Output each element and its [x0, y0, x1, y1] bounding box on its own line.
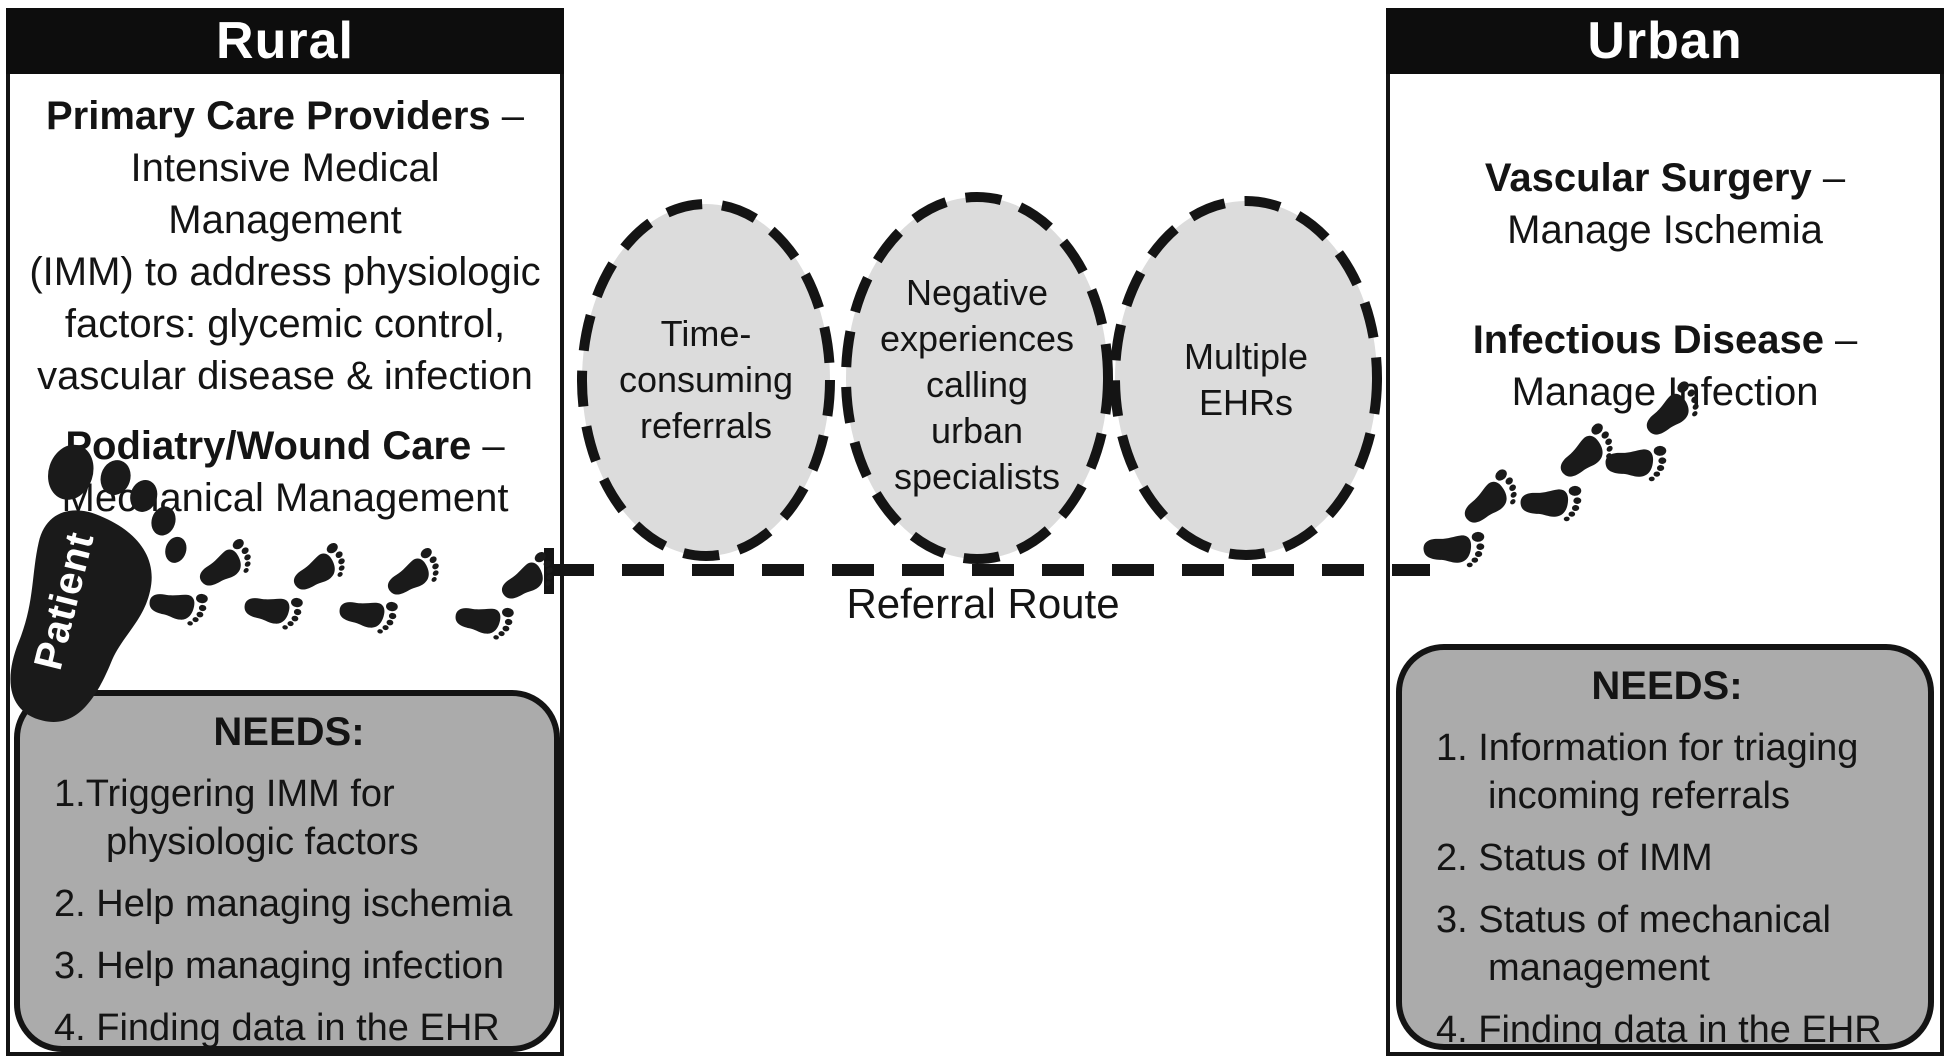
urban-panel-header: Urban [1386, 8, 1944, 74]
urban-needs-item-3: 3. Status of mechanical management [1436, 899, 1831, 989]
footprint-icon [147, 587, 209, 628]
urban-needs-item-2: 2. Status of IMM [1436, 837, 1713, 879]
urban-needs-item-4: 4. Finding data in the EHR [1436, 1009, 1882, 1051]
urban-panel-body: Vascular Surgery – Manage Ischemia Infec… [1390, 152, 1940, 418]
barrier-ellipse-negative-experiences [841, 192, 1113, 564]
rural-podiatry-text: Mechanical Management [61, 476, 509, 520]
barrier-ellipse-multiple-ehrs [1110, 196, 1382, 560]
footprint-icon [1605, 445, 1668, 483]
rural-needs-box: NEEDS: 1.Triggering IMM for physiologic … [14, 690, 560, 1052]
urban-needs-item-1: 1. Information for triaging incoming ref… [1436, 727, 1859, 817]
patient-foot-icon [0, 438, 208, 747]
footprint-icon [1423, 531, 1486, 569]
rural-providers-heading: Primary Care Providers – [10, 90, 560, 142]
rural-panel-header: Rural [6, 8, 564, 74]
rural-providers-dash: – [490, 94, 525, 138]
footprint-icon [287, 540, 354, 601]
rural-needs-title: NEEDS: [213, 710, 365, 754]
rural-needs-item-4: 4. Finding data in the EHR [54, 1007, 500, 1049]
urban-title: Urban [1587, 12, 1743, 70]
urban-infectious-text: Manage Infection [1511, 370, 1819, 414]
rural-needs-item-1: 1.Triggering IMM for physiologic factors [54, 773, 419, 863]
referral-route-label: Referral Route [846, 580, 1120, 627]
footprint-icon [453, 601, 515, 642]
urban-needs-box: NEEDS: 1. Information for triaging incom… [1396, 644, 1934, 1051]
barrier-label-negative-experiences: Negative experiences calling urban speci… [879, 272, 1075, 497]
urban-infectious-dash: – [1823, 318, 1858, 362]
barrier-ellipse-time-consuming [577, 199, 835, 561]
urban-vascular-dash: – [1811, 156, 1846, 200]
urban-needs-title: NEEDS: [1591, 664, 1743, 708]
footprint-icon [495, 549, 562, 610]
rural-providers-text: Intensive Medical Management (IMM) to ad… [29, 146, 541, 398]
rural-title: Rural [216, 12, 354, 70]
rural-podiatry-bold: Podiatry/Wound Care [65, 424, 472, 468]
rural-needs-item-2: 2. Help managing ischemia [54, 883, 513, 925]
rural-needs-item-3: 3. Help managing infection [54, 945, 504, 987]
footprint-icon [337, 595, 399, 636]
footprint-icon [242, 591, 304, 632]
rural-podiatry-dash: – [471, 424, 505, 468]
footprint-icon [193, 536, 260, 597]
rural-panel-body: Primary Care Providers – Intensive Medic… [10, 90, 560, 524]
barrier-label-multiple-ehrs: Multiple EHRs [1183, 336, 1309, 423]
urban-infectious-heading: Infectious Disease – [1390, 314, 1940, 366]
urban-vascular-heading: Vascular Surgery – [1390, 152, 1940, 204]
urban-vascular-text: Manage Ischemia [1507, 208, 1823, 252]
urban-infectious-bold: Infectious Disease [1472, 318, 1824, 362]
footprint-icon [1639, 379, 1708, 446]
rural-podiatry-heading: Podiatry/Wound Care – [10, 420, 560, 472]
rural-providers-bold: Primary Care Providers [45, 94, 491, 138]
footprint-icon [381, 545, 448, 606]
footprint-icon [1457, 467, 1526, 534]
urban-vascular-bold: Vascular Surgery [1484, 156, 1812, 200]
barrier-label-time-consuming: Time- consuming referrals [618, 313, 794, 446]
footprint-icon [1520, 485, 1583, 523]
